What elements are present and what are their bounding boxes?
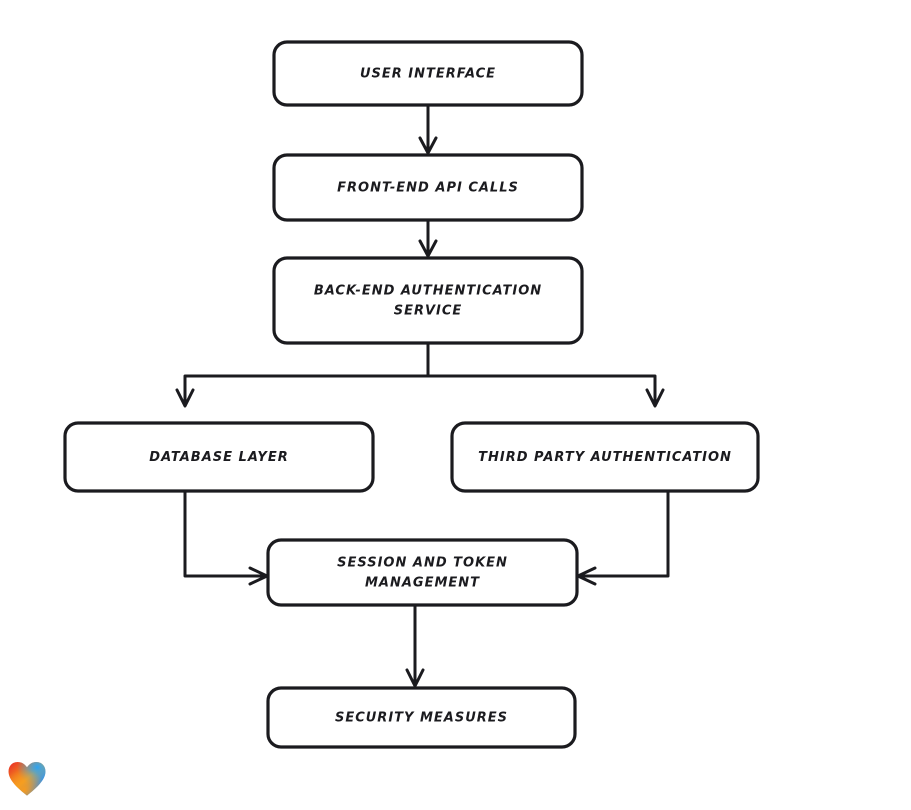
node-session-and-token-management-label: SESSION AND TOKEN MANAGEMENT xyxy=(337,555,508,590)
node-security-measures-label-line-0: SECURITY MEASURES xyxy=(335,710,508,725)
node-front-end-api-calls-label: FRONT-END API CALLS xyxy=(337,180,519,195)
edge-session-to-security xyxy=(405,603,425,688)
edge-database-to-session xyxy=(183,489,269,586)
edge-ui-to-frontend xyxy=(418,103,438,155)
edges-layer xyxy=(175,103,670,688)
node-user-interface[interactable]: USER INTERFACE xyxy=(272,40,584,107)
edge-backend-to-thirdparty-line xyxy=(426,341,657,406)
node-security-measures-box[interactable] xyxy=(266,686,577,749)
edge-session-to-security-arrowhead xyxy=(405,668,425,688)
node-security-measures-label: SECURITY MEASURES xyxy=(335,710,508,725)
node-front-end-api-calls[interactable]: FRONT-END API CALLS xyxy=(272,153,584,222)
node-third-party-authentication-box[interactable] xyxy=(450,421,760,493)
edge-thirdparty-to-session-line xyxy=(578,489,670,578)
node-database-layer-label: DATABASE LAYER xyxy=(149,450,288,465)
node-back-end-auth-service-label: BACK-END AUTHENTICATION SERVICE xyxy=(314,283,542,318)
node-front-end-api-calls-label-line-0: FRONT-END API CALLS xyxy=(337,180,519,195)
edge-backend-to-thirdparty xyxy=(426,341,665,408)
edge-frontend-to-backend-arrowhead xyxy=(418,239,438,258)
edge-backend-to-thirdparty-arrowhead xyxy=(645,388,665,408)
edge-database-to-session-line xyxy=(183,489,267,578)
node-session-and-token-management[interactable]: SESSION AND TOKEN MANAGEMENT xyxy=(266,538,579,607)
node-database-layer-label-line-0: DATABASE LAYER xyxy=(149,450,288,465)
node-back-end-auth-service[interactable]: BACK-END AUTHENTICATION SERVICE xyxy=(272,256,584,345)
node-user-interface-box[interactable] xyxy=(272,40,584,107)
edge-frontend-to-backend xyxy=(418,218,438,258)
node-user-interface-label-line-0: USER INTERFACE xyxy=(360,66,496,81)
node-user-interface-label: USER INTERFACE xyxy=(360,66,496,81)
edge-backend-to-database-line xyxy=(183,341,430,406)
node-back-end-auth-service-box[interactable] xyxy=(272,256,584,345)
node-third-party-authentication-label-line-0: THIRD PARTY AUTHENTICATION xyxy=(478,450,732,465)
node-third-party-authentication-label: THIRD PARTY AUTHENTICATION xyxy=(478,450,732,465)
node-session-and-token-management-box[interactable] xyxy=(266,538,579,607)
edge-thirdparty-to-session xyxy=(576,489,670,586)
node-security-measures[interactable]: SECURITY MEASURES xyxy=(266,686,577,749)
heart-icon xyxy=(8,761,46,796)
node-third-party-authentication[interactable]: THIRD PARTY AUTHENTICATION xyxy=(450,421,760,493)
node-session-and-token-management-label-line-0: SESSION AND TOKEN xyxy=(337,555,508,570)
node-database-layer[interactable]: DATABASE LAYER xyxy=(63,421,375,493)
edge-ui-to-frontend-arrowhead xyxy=(418,136,438,155)
nodes-layer: USER INTERFACE FRONT-END API CALLS BACK-EN… xyxy=(63,40,760,749)
node-session-and-token-management-label-line-1: MANAGEMENT xyxy=(365,575,480,590)
node-database-layer-box[interactable] xyxy=(63,421,375,493)
node-back-end-auth-service-label-line-0: BACK-END AUTHENTICATION xyxy=(314,283,542,298)
edge-backend-to-database xyxy=(175,341,430,408)
node-front-end-api-calls-box[interactable] xyxy=(272,153,584,222)
node-back-end-auth-service-label-line-1: SERVICE xyxy=(394,303,463,318)
edge-backend-to-database-arrowhead xyxy=(175,388,195,408)
